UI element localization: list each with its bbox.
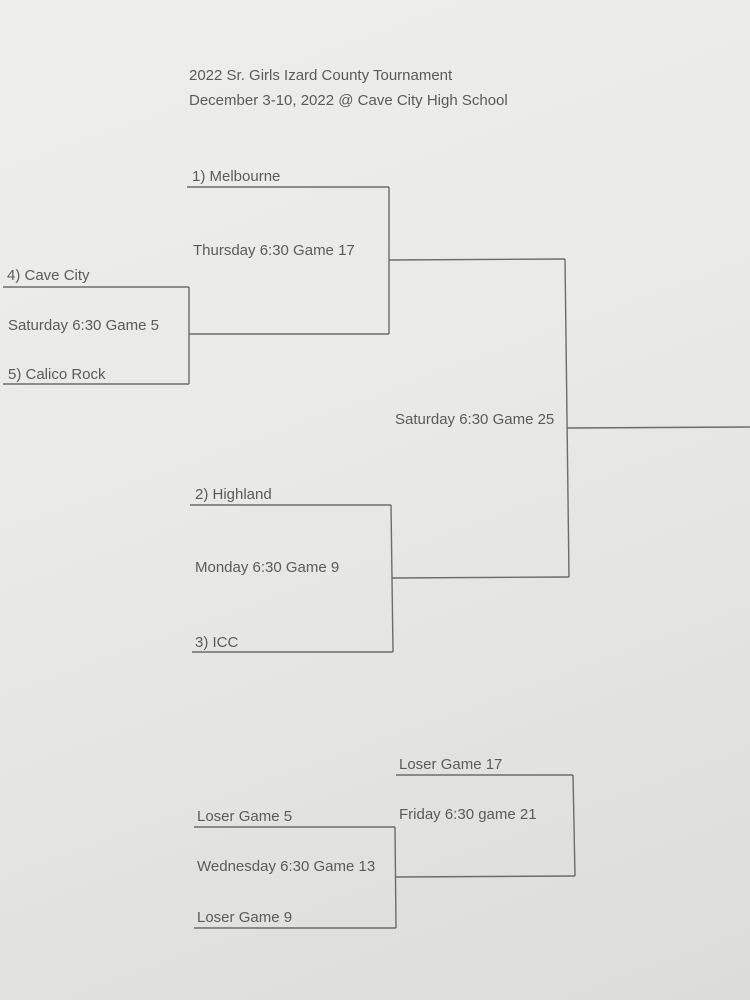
bracket-line-game13-vertical: [394, 826, 397, 929]
bracket-line-game25-winner: [566, 426, 750, 429]
game13-label: Wednesday 6:30 Game 13: [197, 858, 376, 875]
seed-icc: 3) ICC: [195, 634, 239, 651]
consolation-loser5: Loser Game 5: [197, 808, 293, 825]
page-title: 2022 Sr. Girls Izard County Tournament: [189, 67, 453, 84]
seed-calico-rock: 5) Calico Rock: [8, 366, 106, 383]
game5-label: Saturday 6:30 Game 5: [8, 317, 159, 334]
bracket-line-game21-vertical: [572, 774, 576, 877]
seed-cave-city: 4) Cave City: [7, 267, 90, 284]
bracket-line-game13-winner: [394, 875, 576, 878]
bracket-line-game9-vertical: [390, 504, 394, 653]
game9-label: Monday 6:30 Game 9: [195, 559, 340, 576]
page-subtitle: December 3-10, 2022 @ Cave City High Sch…: [189, 92, 508, 109]
bracket-line-game25-vertical: [564, 258, 570, 578]
seed-highland: 2) Highland: [195, 486, 272, 503]
game17-label: Thursday 6:30 Game 17: [193, 242, 355, 259]
seed-melbourne: 1) Melbourne: [192, 168, 281, 185]
game21-label: Friday 6:30 game 21: [399, 806, 537, 823]
consolation-loser17: Loser Game 17: [399, 756, 503, 773]
consolation-loser9: Loser Game 9: [197, 909, 293, 926]
game25-label: Saturday 6:30 Game 25: [395, 411, 555, 428]
bracket-line-game17-winner: [388, 258, 566, 261]
bracket-line-game9-winner: [391, 576, 570, 579]
